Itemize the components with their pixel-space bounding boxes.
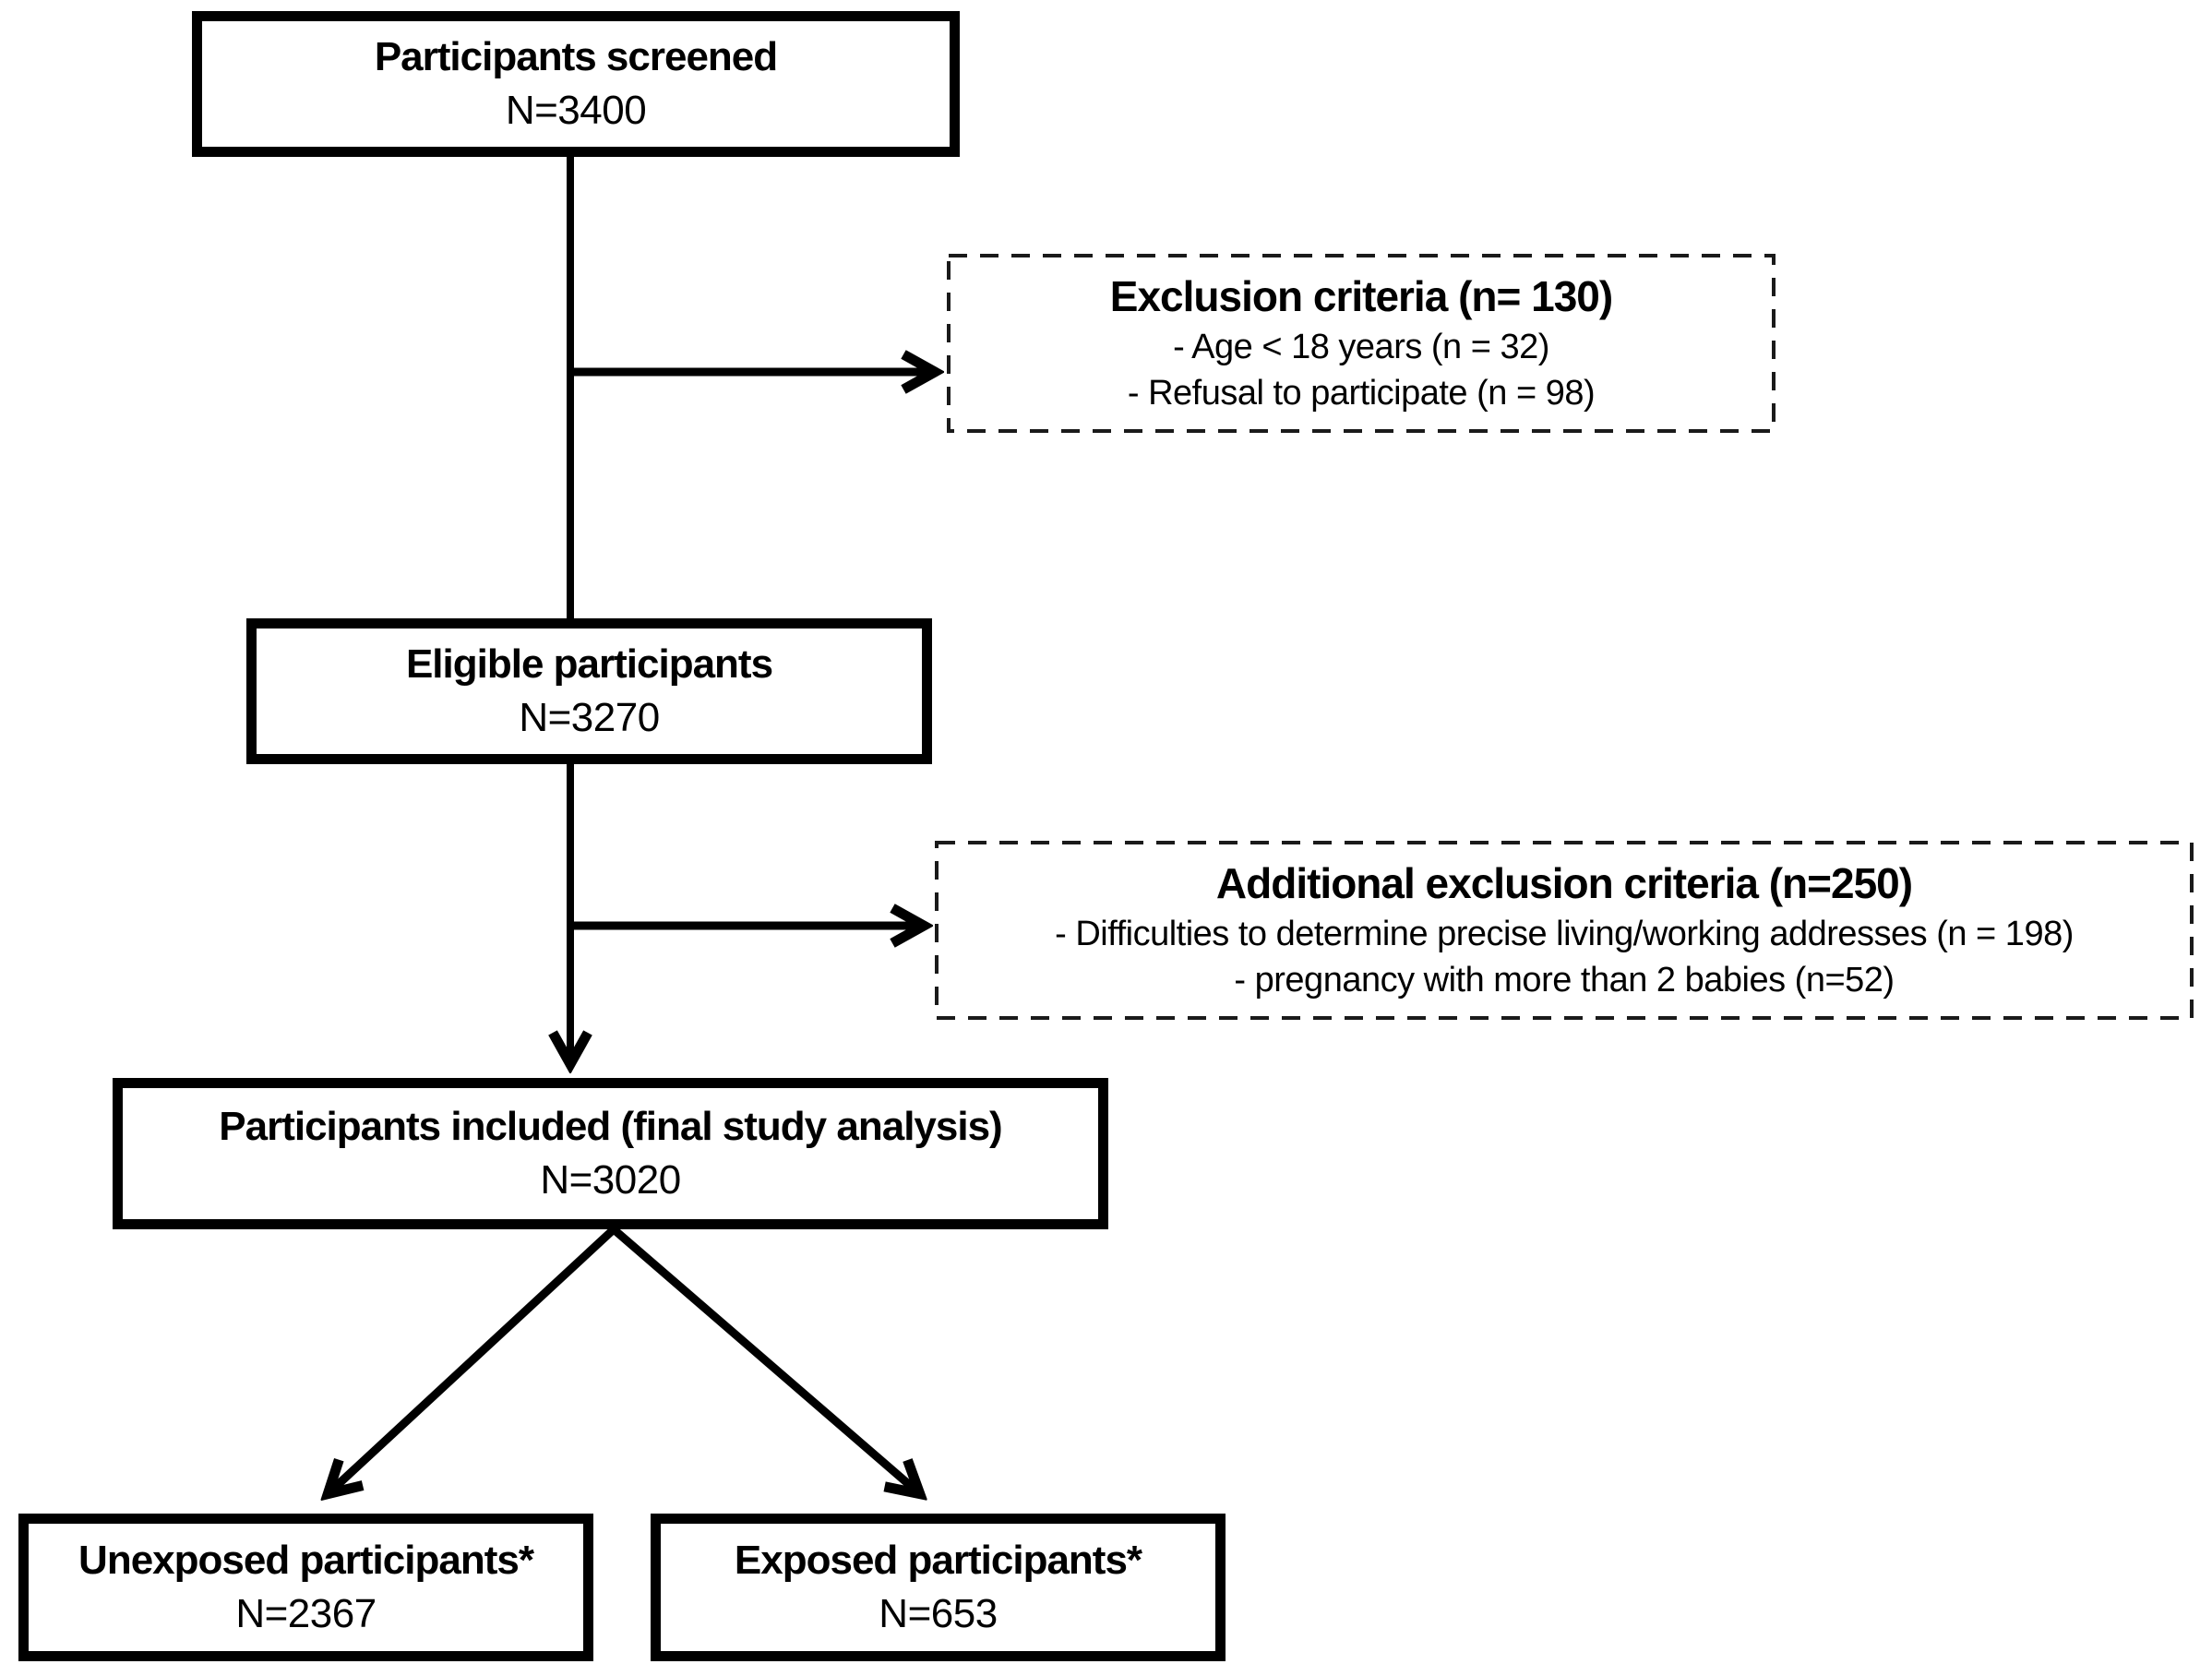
box-participants-screened-count: N=3400 <box>505 88 647 133</box>
box-exposed-participants-title: Exposed participants* <box>734 1537 1142 1583</box>
box-exposed-participants-count: N=653 <box>879 1591 998 1636</box>
box-unexposed-participants-count: N=2367 <box>235 1591 377 1636</box>
box-unexposed-participants: Unexposed participants* N=2367 <box>18 1514 593 1661</box>
box-exclusion-criteria: Exclusion criteria (n= 130) - Age < 18 y… <box>949 256 1774 431</box>
box-eligible-participants-title: Eligible participants <box>405 640 773 687</box>
exclusion-criteria-item: - Refusal to participate (n = 98) <box>1127 374 1596 413</box>
additional-exclusion-criteria-item: - pregnancy with more than 2 babies (n=5… <box>1234 961 1895 1000</box>
box-unexposed-participants-title: Unexposed participants* <box>78 1537 534 1583</box>
box-participants-included: Participants included (final study analy… <box>113 1078 1108 1229</box>
box-participants-screened: Participants screened N=3400 <box>192 11 960 157</box>
connector-included-to-unexposed <box>329 1226 617 1493</box>
box-additional-exclusion-criteria-title: Additional exclusion criteria (n=250) <box>1215 859 1913 908</box>
box-participants-screened-title: Participants screened <box>374 33 778 79</box>
exclusion1-dashed-border <box>947 254 1776 433</box>
box-participants-included-count: N=3020 <box>540 1157 681 1203</box>
box-participants-included-title: Participants included (final study analy… <box>219 1103 1002 1149</box>
box-eligible-participants-count: N=3270 <box>519 695 660 740</box>
connector-included-to-exposed <box>611 1226 919 1493</box>
box-eligible-participants: Eligible participants N=3270 <box>246 618 932 764</box>
box-exclusion-criteria-title: Exclusion criteria (n= 130) <box>1109 272 1613 321</box>
exclusion-criteria-item: - Age < 18 years (n = 32) <box>1173 328 1549 367</box>
exclusion2-dashed-border <box>935 841 2194 1020</box>
additional-exclusion-criteria-item: - Difficulties to determine precise livi… <box>1055 915 2074 954</box>
box-exposed-participants: Exposed participants* N=653 <box>651 1514 1226 1661</box>
box-additional-exclusion-criteria: Additional exclusion criteria (n=250) - … <box>937 843 2192 1018</box>
